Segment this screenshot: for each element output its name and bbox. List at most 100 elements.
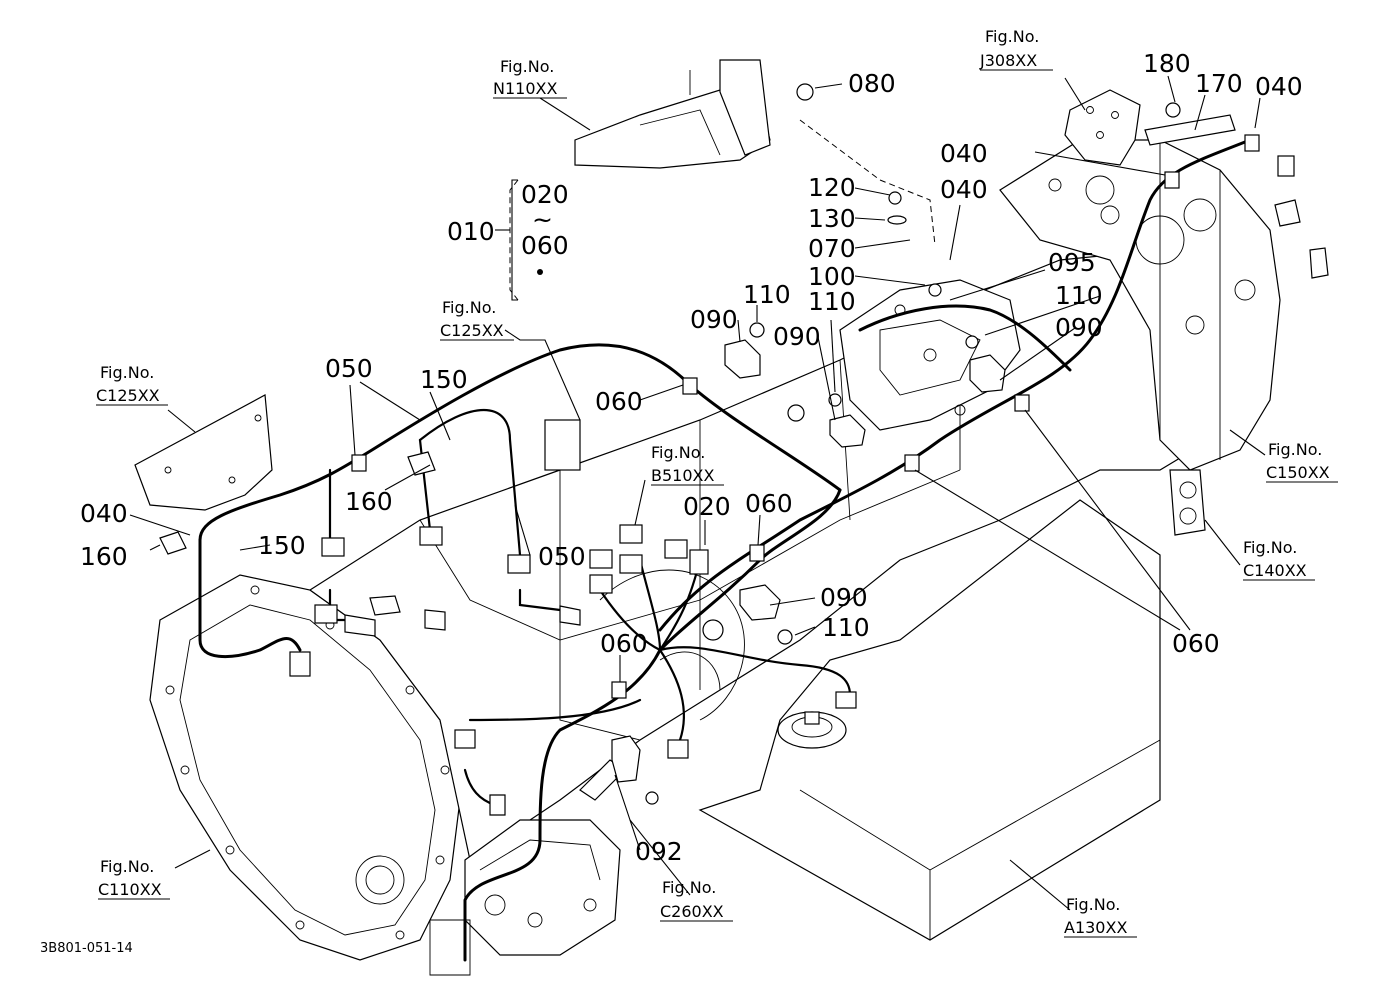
connector-block — [664, 539, 688, 559]
harness-clamp — [1164, 171, 1180, 189]
switch-sensor — [787, 404, 805, 422]
part-label: 040 — [80, 499, 128, 528]
connector-block — [619, 554, 643, 574]
harness-clamp — [1014, 394, 1030, 412]
part-label: 180 — [1143, 49, 1191, 78]
relay-box — [544, 419, 581, 471]
part-label: 020 — [521, 180, 569, 209]
fig-ref-c125-mid: Fig.No. C125XX — [440, 298, 514, 341]
bracket — [969, 354, 1006, 393]
part-label: 050 — [325, 354, 373, 383]
connector-block — [619, 524, 643, 544]
fuel-tank-outline — [698, 499, 1161, 941]
part-label: 040 — [940, 175, 988, 204]
bolt — [965, 335, 979, 349]
part-label: 020 — [683, 492, 731, 521]
bolt — [888, 191, 902, 205]
drawing-code: 3B801-051-14 — [40, 941, 133, 956]
part-label: 060 — [521, 231, 569, 260]
fig-ref-c150: Fig.No. C150XX — [1266, 440, 1338, 483]
fig-title: Fig.No. — [1066, 895, 1120, 914]
switch-sensor — [1309, 247, 1329, 279]
part-label: 090 — [820, 583, 868, 612]
fig-code: C110XX — [98, 880, 162, 899]
harness-clamp — [1244, 134, 1260, 152]
part-label: 100 — [808, 262, 856, 291]
bracket — [611, 735, 641, 783]
fig-code: C125XX — [96, 386, 160, 405]
fig-ref-c125-left: Fig.No. C125XX — [96, 363, 168, 406]
fig-ref-b510: Fig.No. B510XX — [651, 443, 724, 486]
switch-sensor — [159, 531, 187, 555]
part-label: 070 — [808, 234, 856, 263]
fig-code: C140XX — [1243, 561, 1307, 580]
connector-block — [507, 554, 531, 574]
part-label: 110 — [808, 287, 856, 316]
part-label: 130 — [808, 204, 856, 233]
connector-block — [454, 729, 476, 749]
main-harness-trunk — [198, 343, 842, 542]
connector-block — [1277, 155, 1295, 177]
part-number-labels: 080 180 170 040 040 040 120 130 070 100 … — [80, 49, 1303, 866]
fig-ref-a130: Fig.No. A130XX — [1064, 895, 1137, 938]
part-label: 160 — [80, 542, 128, 571]
switch-sensor — [344, 614, 376, 637]
mounting-plate — [134, 394, 273, 511]
washer — [887, 215, 907, 225]
part-label: 060 — [600, 629, 648, 658]
switch-sensor — [369, 595, 401, 616]
switch-sensor — [489, 794, 506, 816]
connector-block — [289, 651, 311, 677]
bolt — [796, 83, 814, 101]
bolt — [928, 283, 942, 297]
part-label: 110 — [743, 280, 791, 309]
fig-ref-n110: Fig.No. N110XX — [493, 57, 567, 99]
fig-ref-j308: Fig.No. J308XX — [979, 27, 1053, 71]
part-label: 150 — [420, 365, 468, 394]
part-label: 120 — [808, 173, 856, 202]
part-label: 080 — [848, 69, 896, 98]
fig-title: Fig.No. — [100, 857, 154, 876]
part-label: 040 — [1255, 72, 1303, 101]
hydraulic-valve — [464, 819, 621, 956]
bolt — [1165, 102, 1181, 118]
bracket — [1144, 114, 1236, 146]
fig-ref-c140: Fig.No. C140XX — [1243, 538, 1315, 581]
part-label: 060 — [745, 489, 793, 518]
connector-block — [314, 604, 338, 624]
fig-title: Fig.No. — [985, 27, 1039, 46]
switch-sensor — [424, 609, 446, 631]
fig-title: Fig.No. — [500, 57, 554, 76]
figure-references: Fig.No. N110XX Fig.No. J308XX Fig.No. C1… — [96, 27, 1338, 938]
bolt — [749, 322, 765, 338]
bracket — [829, 414, 866, 448]
part-label: 150 — [258, 531, 306, 560]
switch-sensor — [702, 619, 724, 641]
fig-ref-c260: Fig.No. C260XX — [660, 878, 733, 922]
switch-sensor — [559, 605, 581, 626]
bolt — [777, 629, 793, 645]
bracket — [739, 584, 781, 621]
fig-title: Fig.No. — [100, 363, 154, 382]
harness-clamp — [611, 681, 627, 699]
harness-clamp — [749, 544, 765, 562]
switch-sensor — [407, 451, 436, 476]
pointer-dot — [537, 269, 543, 275]
part-label: 090 — [1055, 313, 1103, 342]
fig-code: N110XX — [493, 79, 557, 98]
part-label: 010 — [447, 217, 495, 246]
connector-block — [689, 549, 709, 575]
part-label: 090 — [773, 322, 821, 351]
switch-sensor — [1274, 199, 1301, 227]
connectors — [159, 83, 1329, 816]
part-label: 160 — [345, 487, 393, 516]
part-label: 050 — [538, 542, 586, 571]
part-label: 040 — [940, 139, 988, 168]
bolt — [645, 791, 659, 805]
fig-title: Fig.No. — [442, 298, 496, 317]
fig-code: C260XX — [660, 902, 724, 921]
part-label: 110 — [822, 613, 870, 642]
harness-clamp — [351, 454, 367, 472]
fig-title: Fig.No. — [1243, 538, 1297, 557]
